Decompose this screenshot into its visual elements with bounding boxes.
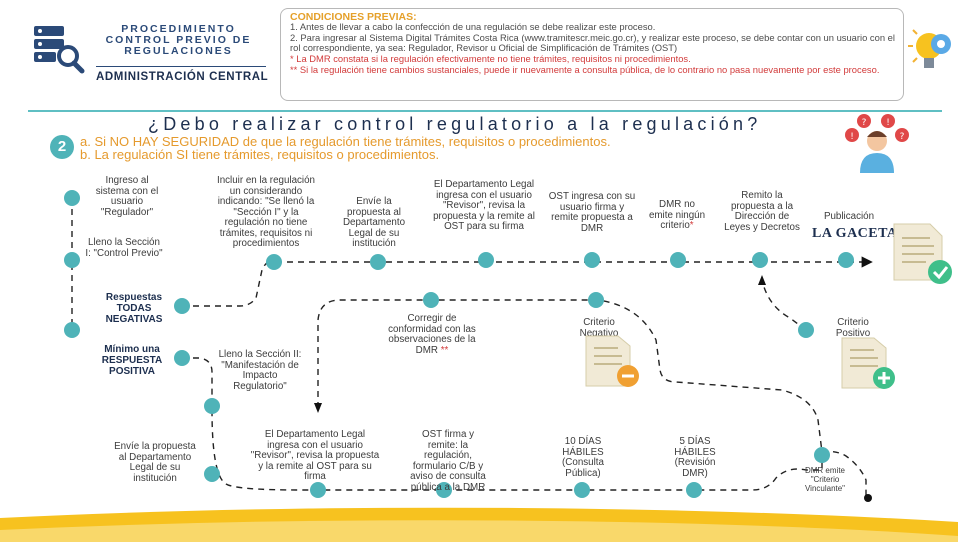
header-underline [96, 66, 266, 67]
node-ingreso [64, 190, 80, 206]
step-ost-firma-label: OST ingresa con su usuario firma y remit… [548, 191, 636, 234]
respuestas-negativas-label: Respuestas TODAS NEGATIVAS [105, 292, 163, 325]
step-seccion-ii-label: Lleno la Sección II: "Manifestación de I… [218, 349, 302, 392]
option-a: a. Si NO HAY SEGURIDAD de que la regulac… [80, 134, 611, 149]
condition-line-2: 2. Para ingresar al Sistema Digital Trám… [290, 31, 895, 54]
conditions-body: 1. Antes de llevar a cabo la confección … [290, 21, 896, 76]
bottom-yellow-band [0, 507, 958, 542]
node-considerando [266, 254, 282, 270]
step-dmr-no-emite-label: DMR no emite ningún criterio* [648, 199, 706, 231]
step-ingreso-label: Ingreso al sistema con el usuario "Regul… [95, 175, 159, 218]
step-number-badge: 2 [50, 135, 74, 159]
conditions-title: CONDICIONES PREVIAS: [290, 11, 417, 23]
node-legal-revisor-2 [310, 482, 326, 498]
node-publicacion [838, 252, 854, 268]
section-divider [28, 110, 942, 112]
procedure-title: PROCEDIMIENTO CONTROL PREVIO DE REGULACI… [105, 23, 252, 57]
node-ost-remite [436, 482, 452, 498]
positive-document-icon [840, 336, 900, 392]
node-left-bottom [64, 322, 80, 338]
header-icon [30, 22, 86, 74]
procedure-subtitle: ADMINISTRACIÓN CENTRAL [96, 71, 269, 83]
node-seccion-ii [204, 398, 220, 414]
respuesta-positiva-label: Mínimo una RESPUESTA POSITIVA [101, 344, 163, 377]
node-envie-legal [370, 254, 386, 270]
criterio-negativo-label: Criterio Negativo [579, 317, 619, 339]
step-ost-remite-label: OST firma y remite: la regulación, formu… [410, 429, 486, 493]
step-10-dias-label: 10 DÍAS HÁBILES (Consulta Pública) [562, 436, 604, 479]
step-5-dias-label: 5 DÍAS HÁBILES (Revisión DMR) [674, 436, 716, 479]
option-b: b. La regulación SI tiene trámites, requ… [80, 147, 440, 162]
criterio-positivo-label: Criterio Positivo [835, 317, 871, 339]
node-criterio-vinculante [814, 447, 830, 463]
node-envie-legal-2 [204, 466, 220, 482]
condition-line-3: * La DMR constata si la regulación efect… [290, 53, 691, 65]
node-ost-firma [584, 252, 600, 268]
criterio-vinculante-label: DMR emite "Criterio Vinculante" [804, 466, 846, 493]
approved-document-icon [890, 222, 954, 286]
svg-text:!: ! [886, 118, 890, 128]
node-criterio-positivo [798, 322, 814, 338]
question-heading: ¿Debo realizar control regulatorio a la … [148, 114, 762, 134]
step-seccion-i-label: Lleno la Sección I: "Control Previo" [85, 237, 163, 259]
step-envie-legal-label: Envíe la propuesta al Departamento Legal… [342, 196, 406, 249]
corregir-label: Corregir de conformidad con las observac… [388, 313, 476, 356]
footnote-double-star: ** [440, 344, 449, 356]
node-seccion-i [64, 252, 80, 268]
condition-line-1: 1. Antes de llevar a cabo la confección … [290, 21, 656, 32]
la-gaceta-logo: LA GACETA [812, 226, 898, 241]
condition-line-4: ** Si la regulación tiene cambios sustan… [290, 63, 880, 75]
node-dmr-no-emite [670, 252, 686, 268]
node-respuestas-negativas [174, 298, 190, 314]
lightbulb-gear-icon [905, 20, 955, 80]
step-considerando-label: Incluir en la regulación un considerando… [216, 175, 316, 249]
node-corregir [423, 292, 439, 308]
node-respuesta-positiva [174, 350, 190, 366]
node-remito [752, 252, 768, 268]
rejected-document-icon [584, 334, 644, 390]
node-5-dias [686, 482, 702, 498]
step-publicacion-label: Publicación [823, 211, 875, 222]
step-envie-legal-2-label: Envíe la propuesta al Departamento Legal… [114, 441, 196, 484]
node-10-dias [574, 482, 590, 498]
step-remito-label: Remito la propuesta a la Dirección de Le… [724, 190, 800, 233]
node-criterio-negativo [588, 292, 604, 308]
step-legal-revisor-label: El Departamento Legal ingresa con el usu… [433, 179, 535, 232]
svg-text:?: ? [862, 118, 867, 128]
svg-text:!: ! [850, 132, 854, 142]
step-legal-revisor-2-label: El Departamento Legal ingresa con el usu… [250, 429, 380, 482]
conditions-box [280, 8, 904, 101]
confused-person-icon: ! ? ! ? [840, 113, 914, 173]
svg-text:?: ? [900, 132, 905, 142]
node-legal-revisor [478, 252, 494, 268]
footnote-star: * [689, 220, 694, 231]
